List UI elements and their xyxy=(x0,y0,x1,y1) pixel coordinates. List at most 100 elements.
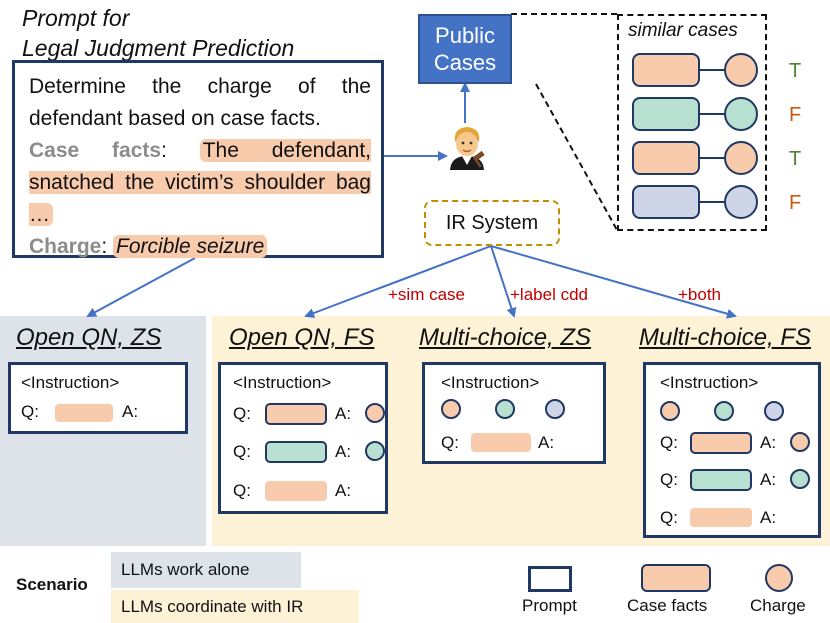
similar-case-row: T xyxy=(632,53,801,87)
sim-case-label: +sim case xyxy=(388,285,465,304)
charge-example xyxy=(790,432,810,452)
charge-text: Forcible seizure xyxy=(113,235,268,258)
similar-case-label: F xyxy=(789,192,801,214)
prompt-title: Prompt for Legal Judgment Prediction xyxy=(22,3,294,63)
charge-example xyxy=(365,403,385,423)
open-fs-prompt: <Instruction> Q: A: Q: A: Q: A: xyxy=(218,362,388,514)
a-label: A: xyxy=(538,433,555,452)
legend-charge-label: Charge xyxy=(750,596,806,615)
legend-alone-label: LLMs work alone xyxy=(121,560,250,579)
q-label: Q: xyxy=(21,402,39,421)
prompt-to-openzs-arrow xyxy=(86,257,196,317)
similar-case-label: F xyxy=(789,104,801,126)
charge-example xyxy=(365,441,385,461)
q-label: Q: xyxy=(660,470,678,489)
case-fact-placeholder xyxy=(690,508,752,527)
similar-case-row: T xyxy=(632,141,801,175)
q-label: Q: xyxy=(660,433,678,452)
a-label: A: xyxy=(335,481,352,500)
similar-case-label: T xyxy=(789,60,801,82)
label-cdd-label: +label cdd xyxy=(510,285,588,304)
charge-shape xyxy=(724,53,758,87)
case-fact-placeholder xyxy=(55,404,113,422)
legend-prompt-label: Prompt xyxy=(522,596,577,615)
charge-example xyxy=(790,469,810,489)
case-fact-example xyxy=(265,441,327,463)
charge-shape xyxy=(724,141,758,175)
case-fact-example xyxy=(690,432,752,454)
similar-cases-box xyxy=(617,14,767,231)
charge-option xyxy=(764,401,784,421)
case-fact-placeholder xyxy=(471,433,531,452)
instruction-text: <Instruction> xyxy=(441,373,540,392)
ir-to-openfs-arrow xyxy=(304,245,492,318)
legend-case-facts-swatch xyxy=(641,564,711,592)
ir-to-mczs-arrow xyxy=(490,245,517,318)
open-zs-prompt: <Instruction> Q: A: xyxy=(8,362,188,434)
a-label: A: xyxy=(760,508,777,527)
both-label: +both xyxy=(678,285,722,304)
panel-title-open-zs: Open QN, ZS xyxy=(16,324,162,351)
a-label: A: xyxy=(122,402,139,421)
case-fact-shape xyxy=(632,97,700,131)
scenario-label: Scenario xyxy=(16,575,88,594)
q-label: Q: xyxy=(233,404,251,423)
case-fact-example xyxy=(265,403,327,425)
charge-shape xyxy=(724,97,758,131)
case-facts: Case facts: The defendant, snatched the … xyxy=(29,139,372,226)
zoom-line-bottom xyxy=(535,83,618,231)
prompt-box: Determine the charge of the defendant ba… xyxy=(12,60,384,258)
legend-coordinate: LLMs coordinate with IR xyxy=(111,590,359,623)
charge-option xyxy=(495,399,515,419)
q-label: Q: xyxy=(233,481,251,500)
charge-shape xyxy=(724,185,758,219)
ir-to-mcfs-arrow xyxy=(490,245,737,319)
public-cases-label: Public Cases xyxy=(433,23,497,75)
case-fact-placeholder xyxy=(265,481,327,501)
q-label: Q: xyxy=(233,442,251,461)
instruction-text: <Instruction> xyxy=(233,373,332,392)
panel-title-mc-zs: Multi-choice, ZS xyxy=(419,324,592,351)
case-fact-shape xyxy=(632,185,700,219)
charge-option xyxy=(714,401,734,421)
prompt-title-line1: Prompt for xyxy=(22,5,130,31)
panel-title-mc-fs: Multi-choice, FS xyxy=(639,324,812,351)
a-label: A: xyxy=(335,404,352,423)
a-label: A: xyxy=(760,433,777,452)
charge-option xyxy=(441,399,461,419)
mc-fs-prompt: <Instruction> Q: A: Q: A: Q: A: xyxy=(643,362,821,538)
case-fact-shape xyxy=(632,53,700,87)
judge-icon xyxy=(450,127,485,170)
legend-coordinate-label: LLMs coordinate with IR xyxy=(121,597,304,616)
panel-title-open-fs: Open QN, FS xyxy=(229,324,375,351)
public-cases-box: Public Cases xyxy=(418,14,512,84)
charge-option xyxy=(660,401,680,421)
instruction-text: <Instruction> xyxy=(21,373,120,392)
a-label: A: xyxy=(760,470,777,489)
case-fact-example xyxy=(690,469,752,491)
ir-system-label: IR System xyxy=(445,212,539,234)
legend-charge-swatch xyxy=(765,564,793,592)
charge-option xyxy=(545,399,565,419)
legend-case-facts-label: Case facts xyxy=(627,596,708,615)
similar-case-row: F xyxy=(632,97,801,131)
a-label: A: xyxy=(335,442,352,461)
q-label: Q: xyxy=(441,433,459,452)
similar-cases-title: similar cases xyxy=(628,20,738,41)
ir-system-box: IR System xyxy=(424,200,560,246)
prompt-title-line2: Legal Judgment Prediction xyxy=(22,35,295,61)
mc-zs-prompt: <Instruction> Q: A: xyxy=(422,362,606,464)
legend-prompt-swatch xyxy=(528,566,572,592)
case-fact-shape xyxy=(632,141,700,175)
prompt-instruction: Determine the charge of the defendant ba… xyxy=(29,75,371,130)
charge-label: Charge xyxy=(29,235,102,258)
instruction-text: <Instruction> xyxy=(660,373,759,392)
legend-alone: LLMs work alone xyxy=(111,552,301,588)
case-facts-label: Case facts xyxy=(29,139,162,162)
similar-case-row: F xyxy=(632,185,801,219)
charge-row: Charge: Forcible seizure xyxy=(29,231,371,263)
similar-case-label: T xyxy=(789,148,801,170)
q-label: Q: xyxy=(660,508,678,527)
